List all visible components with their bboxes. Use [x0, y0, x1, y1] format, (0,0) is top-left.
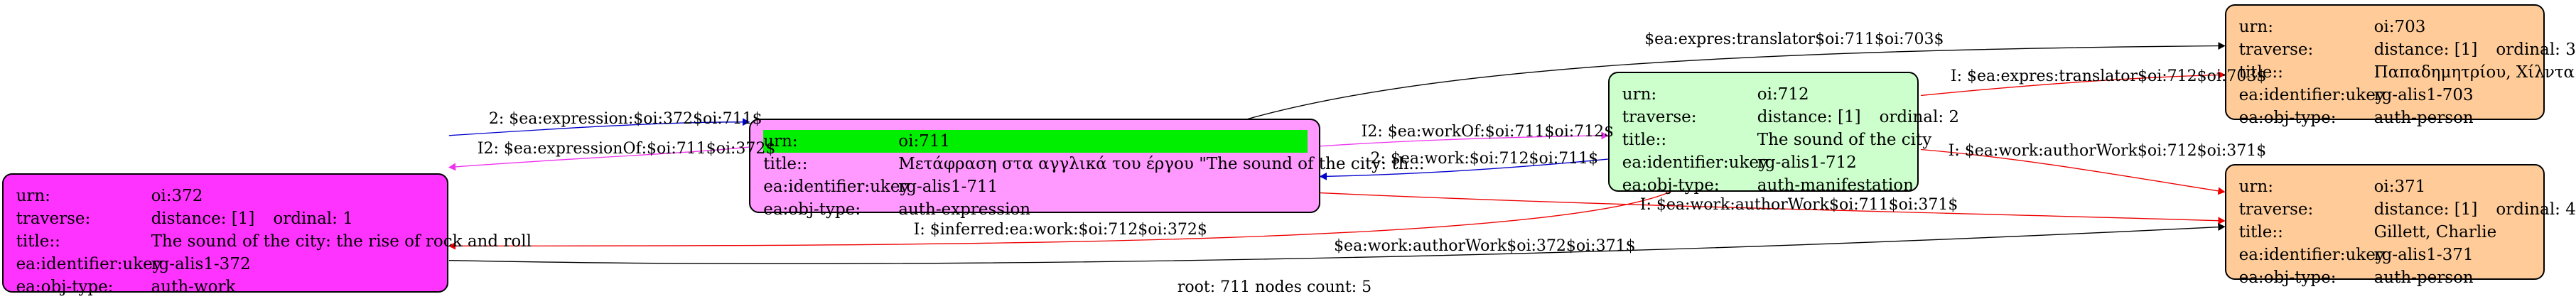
- field-urn: urn:oi:372: [16, 187, 203, 206]
- field-urn: urn:oi:703: [2238, 18, 2426, 37]
- edge-712-372-inferred: [448, 178, 1691, 250]
- field-urn: urn:oi:712: [1622, 85, 1809, 104]
- edge-711-712-workof: [1320, 131, 1609, 147]
- field-title: title::The sound of the city: [1622, 131, 1932, 150]
- edge-712-371-authorwork: [1921, 148, 2226, 195]
- field-traverse: traverse:distance: [1]ordinal: 2: [1622, 108, 1960, 127]
- edge-label-e1: 2: $ea:expression:$oi:372$oi:711$: [488, 109, 762, 128]
- edge-711-703-translator: [1246, 42, 2226, 120]
- edge-372-711-expression: [448, 118, 750, 136]
- edge-712-703-translator: [1921, 71, 2226, 97]
- node-oi-372[interactable]: urn:oi:372 traverse:distance: [1]ordinal…: [1, 173, 532, 296]
- field-objtype: ea:obj-type:auth-expression: [763, 200, 1031, 219]
- edge-372-371-authorwork: [448, 223, 2226, 264]
- field-urn-root: urn:oi:711: [763, 130, 1308, 153]
- node-oi-712[interactable]: urn:oi:712 traverse:distance: [1]ordinal…: [1607, 72, 1960, 195]
- edge-label-e9: I: $inferred:ea:work:$oi:712$oi:372$: [913, 220, 1207, 239]
- edge-label-e6: I: $ea:expres:translator$oi:712$oi:703$: [1950, 67, 2267, 86]
- field-title: title::The sound of the city: the rise o…: [16, 232, 532, 251]
- edge-label-e4: 2: $ea:work:$oi:712$oi:711$: [1370, 149, 1599, 168]
- edge-label-e10: $ea:work:authorWork$oi:372$oi:371$: [1334, 237, 1636, 256]
- edge-label-e5: $ea:expres:translator$oi:711$oi:703$: [1644, 30, 1944, 48]
- edge-711-371-authorwork: [1320, 192, 2226, 225]
- field-objtype: ea:obj-type:auth-person: [2238, 268, 2474, 287]
- edge-label-e3: I2: $ea:workOf:$oi:711$oi:712$: [1361, 123, 1615, 141]
- field-objtype: ea:obj-type:auth-manifestation: [1622, 176, 1914, 195]
- field-objtype: ea:obj-type:auth-person: [2238, 109, 2474, 128]
- field-title: title::Gillett, Charlie: [2238, 222, 2497, 241]
- edge-712-711-work: [1319, 158, 1608, 180]
- node-oi-371[interactable]: urn:oi:371 traverse:distance: [1]ordinal…: [2224, 163, 2576, 287]
- edge-label-e7: I: $ea:work:authorWork$oi:712$oi:371$: [1948, 141, 2267, 160]
- field-urn: urn:oi:371: [2238, 177, 2426, 196]
- edge-711-372-expressionof: [448, 146, 750, 171]
- node-oi-703[interactable]: urn:oi:703 traverse:distance: [1]ordinal…: [2224, 4, 2576, 127]
- edge-label-e8: I: $ea:work:authorWork$oi:711$oi:371$: [1639, 196, 1958, 214]
- field-traverse: traverse:distance: [1]ordinal: 1: [16, 210, 353, 229]
- field-traverse: traverse:distance: [1]ordinal: 4: [2238, 200, 2576, 219]
- graph-footer: root: 711 nodes count: 5: [1177, 278, 1372, 296]
- node-oi-711[interactable]: urn:oi:711 title::Μετάφραση στα αγγλικά …: [749, 119, 1425, 219]
- edge-label-e2: I2: $ea:expressionOf:$oi:711$oi:372$: [477, 139, 776, 158]
- field-title: title::Μετάφραση στα αγγλικά του έργου "…: [763, 155, 1425, 174]
- field-traverse: traverse:distance: [1]ordinal: 3: [2238, 40, 2576, 60]
- field-title: title::Παπαδημητρίου, Χίλντα: [2238, 63, 2575, 82]
- field-objtype: ea:obj-type:auth-work: [16, 278, 236, 297]
